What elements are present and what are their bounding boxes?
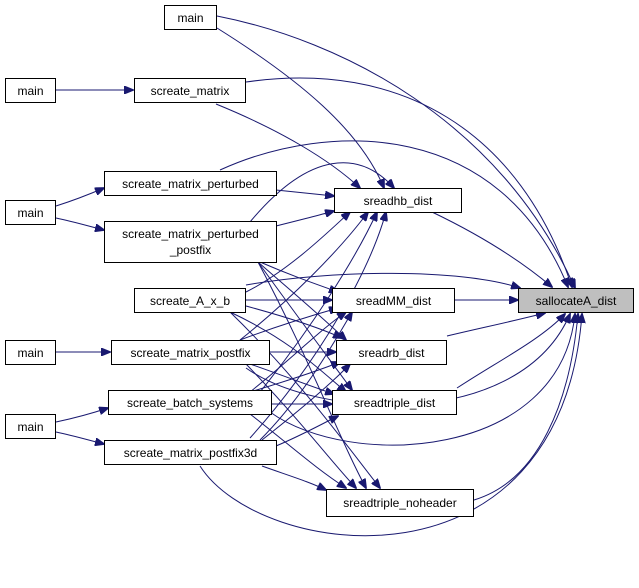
node-sallocateA-dist[interactable]: sallocateA_dist [518,288,634,313]
node-main-2[interactable]: main [5,78,56,103]
edge-postfix-noheader [245,363,356,488]
edge-perturbed-postfix-sreadMM [259,261,338,292]
edge-postfix3d-sallocateA [199,314,582,537]
edge-perturbed-postfix-sreadhb-2 [275,211,334,227]
node-sreadhb-dist[interactable]: sreadhb_dist [334,188,462,213]
node-label: screate_matrix_postfix [130,346,250,360]
nodes: main main screate_matrix main screate_ma… [5,5,634,517]
node-screate-matrix-perturbed-postfix[interactable]: screate_matrix_perturbed _postfix [104,221,277,263]
edge-batch-sallocateA [269,314,575,446]
node-label: sreadhb_dist [364,194,433,208]
edge-main5-screate-matrix-postfix3d [55,431,104,444]
node-main-5[interactable]: main [5,414,56,439]
node-label-line1: screate_matrix_perturbed [122,227,259,241]
edge-postfix-sreadhb [239,212,368,341]
node-label: screate_matrix_postfix3d [124,446,257,460]
node-label: screate_matrix_perturbed [122,177,259,191]
edge-sreadhb-sallocateA [431,211,552,287]
edge-sreadrb-sallocateA [446,313,545,337]
node-sreadMM-dist[interactable]: sreadMM_dist [332,288,455,313]
edge-axb-sreadtriple [229,311,346,392]
node-main-3[interactable]: main [5,200,56,225]
edge-perturbed-sallocateA [219,140,568,287]
node-label-line2: _postfix [169,243,211,257]
edge-main3-screate-matrix-perturbed [55,188,104,207]
edge-postfix3d-sreadrb [261,364,350,441]
edge-postfix-sreadtriple [249,363,334,394]
node-label: sreadtriple_dist [354,396,436,410]
node-label: main [177,11,203,25]
edge-batch-sreadrb [249,362,340,393]
edge-main1-sallocateA [216,15,575,288]
edge-perturbed-postfix-sreadhb [249,162,394,223]
node-screate-matrix-perturbed[interactable]: screate_matrix_perturbed [104,171,277,196]
node-label: sreadrb_dist [358,346,425,360]
node-label: screate_matrix [151,84,230,98]
node-label: sreadtriple_noheader [343,496,456,510]
node-main-4[interactable]: main [5,340,56,365]
node-screate-A-x-b[interactable]: screate_A_x_b [134,288,246,313]
edge-perturbed-postfix-sreadrb [257,261,346,340]
edge-axb-sreadhb [245,212,350,293]
node-label: sallocateA_dist [536,294,617,308]
node-screate-matrix-postfix[interactable]: screate_matrix_postfix [111,340,270,365]
edge-postfix-sreadMM [239,308,338,341]
edges [55,15,582,537]
node-screate-matrix-postfix3d[interactable]: screate_matrix_postfix3d [104,440,277,465]
node-screate-matrix[interactable]: screate_matrix [134,78,246,103]
node-label: main [17,84,43,98]
edge-main1-sreadhb [216,27,384,188]
node-label: main [17,420,43,434]
edge-main3-screate-matrix-perturbed-postfix [55,217,104,230]
node-label: sreadMM_dist [356,294,432,308]
edge-screate-matrix-sreadhb [215,103,360,188]
edge-batch-noheader [249,413,346,488]
edge-screate-matrix-sallocateA [245,77,572,287]
node-sreadrb-dist[interactable]: sreadrb_dist [336,340,447,365]
node-sreadtriple-noheader[interactable]: sreadtriple_noheader [326,489,474,517]
edge-axb-noheader [229,311,380,488]
edge-sreadtriple-sallocateA [456,314,565,389]
node-main-1[interactable]: main [164,5,217,30]
edge-postfix3d-noheader [261,465,326,490]
edge-perturbed-sreadhb [275,189,334,196]
node-label: main [17,206,43,220]
node-sreadtriple-dist[interactable]: sreadtriple_dist [332,390,457,415]
edge-perturbed-postfix-noheader [257,261,366,488]
edge-main5-screate-batch-systems [55,408,108,423]
node-label: main [17,346,43,360]
edge-noheader-sallocateA [473,314,578,501]
node-label: screate_batch_systems [127,396,253,410]
node-screate-batch-systems[interactable]: screate_batch_systems [108,390,272,415]
edge-postfix3d-sreadMM [259,312,352,441]
edge-axb-sallocateA [245,272,520,288]
edge-perturbed-postfix-sreadtriple [257,261,352,390]
node-label: screate_A_x_b [150,294,230,308]
